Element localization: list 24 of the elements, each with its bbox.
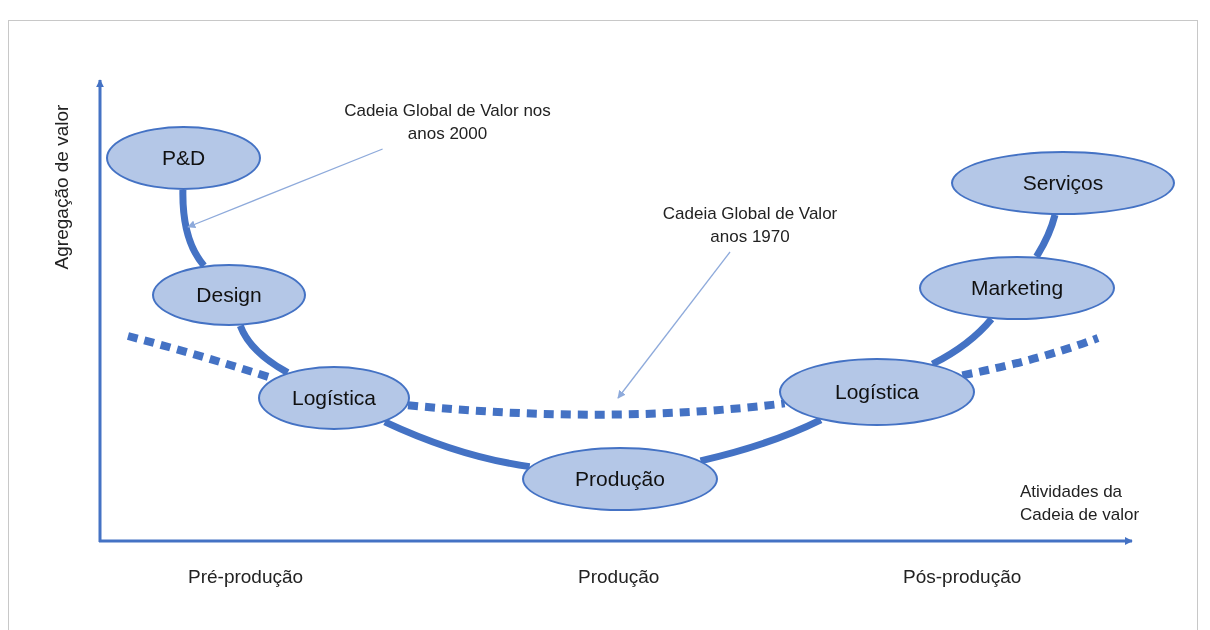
dashed-curve-segment — [961, 334, 1100, 380]
activity-label: Logística — [834, 380, 920, 404]
curve-segment — [699, 416, 823, 465]
activity-label: Logística — [291, 386, 377, 410]
activity-label: P&D — [161, 146, 206, 170]
stage-label: Pré-produção — [188, 566, 304, 588]
stage-label: Produção — [578, 566, 660, 588]
curve-segment — [383, 418, 531, 471]
annotation-text: Cadeia Global de Valor nos anos 2000 — [325, 100, 570, 146]
leader-line — [617, 251, 731, 399]
activity-label: Serviços — [1022, 171, 1104, 195]
axis-title: Atividades da Cadeia de valor — [1020, 481, 1141, 526]
curve-segment — [179, 190, 207, 268]
leader-line — [187, 148, 384, 229]
annotation-text: Cadeia Global de Valor anos 1970 — [650, 203, 850, 249]
activity-label: Produção — [575, 467, 665, 491]
dashed-curve-segment — [407, 399, 786, 419]
curve-segment — [1033, 214, 1059, 259]
curve-segment — [930, 316, 995, 368]
activity-label: Marketing — [970, 276, 1064, 300]
axis-title: Agregação de valor — [51, 103, 73, 272]
curve-segment — [237, 324, 290, 376]
stage-label: Pós-produção — [903, 566, 1022, 588]
activity-label: Design — [196, 283, 262, 307]
